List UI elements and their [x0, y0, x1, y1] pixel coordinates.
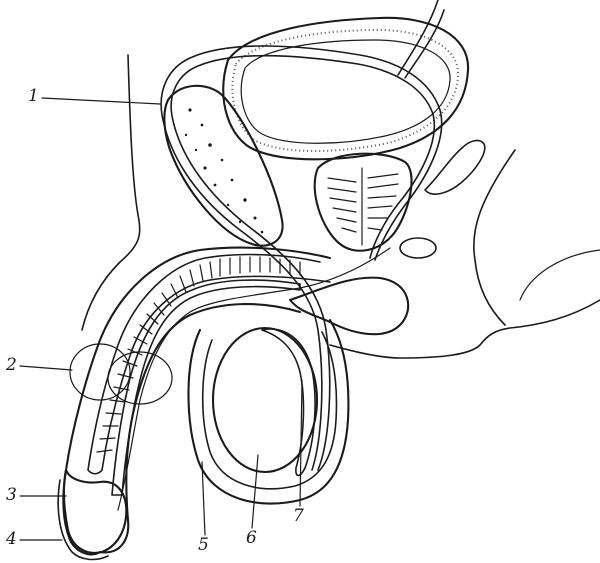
glans — [64, 470, 126, 553]
epididymis — [262, 329, 315, 475]
prostate — [315, 154, 412, 251]
scrotum — [188, 320, 348, 504]
bulbourethral-gland — [400, 238, 436, 258]
leader-line-6 — [252, 455, 258, 528]
corpus-cavernosum — [88, 255, 330, 474]
seminal-vesicle — [425, 141, 485, 195]
label-4: 4 — [6, 531, 17, 548]
penis-shaft-outer-top — [63, 248, 330, 555]
buttock-upper-outline — [474, 150, 515, 325]
label-1: 1 — [28, 88, 39, 105]
label-7: 7 — [293, 508, 304, 525]
leader-line-2 — [20, 366, 72, 370]
leader-line-1 — [42, 98, 160, 104]
label-2-highlight-left — [70, 344, 130, 400]
label-3: 3 — [6, 487, 17, 504]
label-6: 6 — [246, 530, 257, 547]
buttock-outline — [330, 300, 600, 358]
buttock-cleft-outline — [520, 250, 600, 300]
label-5: 5 — [198, 537, 209, 554]
pubic-bone-dots — [185, 108, 264, 233]
label-2: 2 — [6, 357, 17, 374]
pubic-bone — [164, 86, 282, 246]
